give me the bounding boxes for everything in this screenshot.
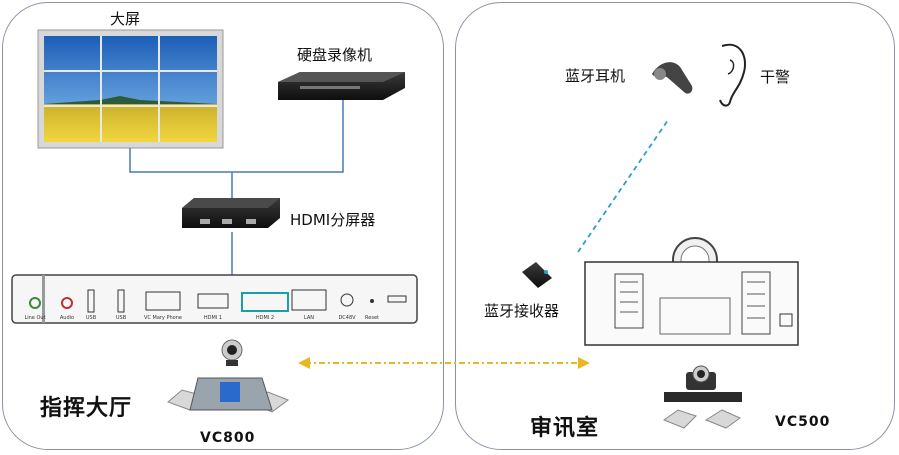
- dvr-label: 硬盘录像机: [297, 46, 373, 64]
- vc800-rear-panel: [11, 274, 418, 324]
- hdmi-splitter-device: [182, 198, 280, 228]
- bt-receiver-label: 蓝牙接收器: [484, 302, 560, 320]
- vc800-port-label: DC48V: [338, 315, 356, 321]
- av-link-arrow-left: [298, 357, 310, 369]
- vc800-port-label: Audio: [60, 315, 74, 321]
- video-wall-label: 大屏: [110, 10, 141, 28]
- command-hall-title: 指挥大厅: [40, 396, 133, 421]
- bluetooth-receiver-device: [522, 262, 552, 288]
- vc800-port-label: HDMI 1: [204, 315, 222, 321]
- av-link-arrow-right: [578, 357, 590, 369]
- interrogation-room-title: 审讯室: [530, 416, 600, 441]
- vc800-port-label: Reset: [365, 315, 379, 321]
- interrogation-room: [455, 2, 895, 450]
- vc500-rear-unit: [584, 237, 799, 346]
- vc800-port-label: USB: [86, 315, 97, 321]
- vc800-port-label: LAN: [304, 315, 314, 321]
- bt-headset-label: 蓝牙耳机: [565, 67, 626, 85]
- vc800-port-label: HDMI 2: [256, 315, 274, 321]
- hdmi-splitter-label: HDMI分屏器: [290, 211, 376, 229]
- vc800-port-label: Line Out: [24, 315, 45, 321]
- command-hall-room: [2, 2, 444, 450]
- dvr-device: [278, 72, 405, 100]
- vc800-port-label: VC Mary Phone: [144, 315, 182, 321]
- ear-icon: [719, 43, 746, 107]
- vc800-model-label: VC800: [200, 430, 256, 446]
- cable-lines: [129, 100, 344, 275]
- vc800-device: [167, 339, 290, 413]
- earpiece-label: 干警: [760, 68, 791, 86]
- bluetooth-link-line: [577, 119, 669, 253]
- vc800-port-label: USB: [116, 315, 127, 321]
- vc500-model-label: VC500: [775, 414, 831, 430]
- vc500-device: [662, 365, 742, 429]
- bluetooth-headset-icon: [652, 62, 693, 94]
- video-wall: [37, 29, 224, 149]
